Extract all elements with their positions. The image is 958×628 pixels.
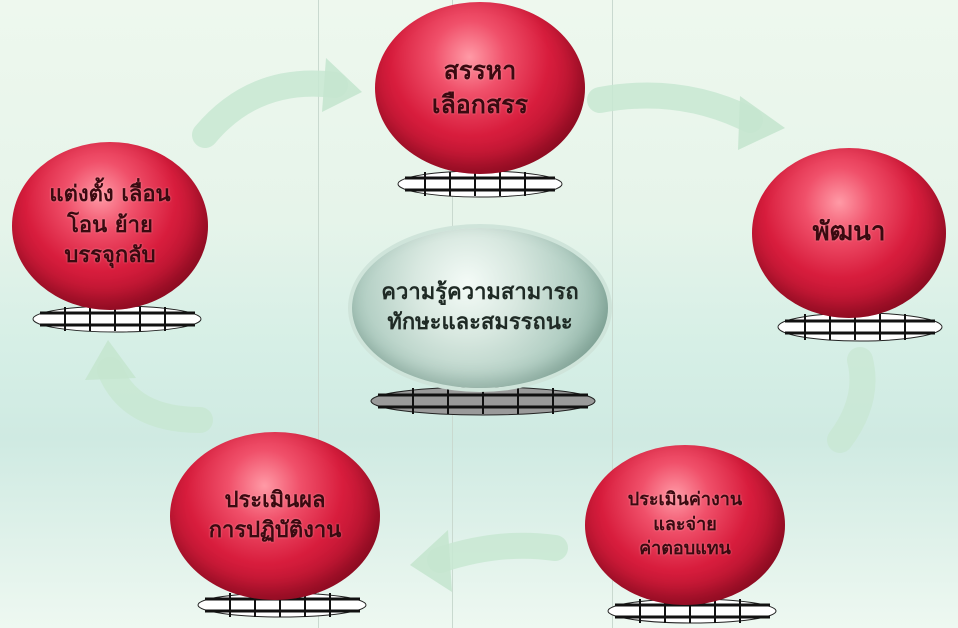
performance-line-1: ประเมินผล [209, 486, 342, 516]
recruit-line-1: สรรหา [432, 54, 528, 89]
sphere-center: ความรู้ความสามารถ ทักษะและสมรรถนะ [352, 228, 608, 388]
sphere-appoint: แต่งตั้ง เลื่อน โอน ย้าย บรรจุกลับ [12, 142, 208, 310]
sphere-recruit: สรรหา เลือกสรร [375, 2, 585, 174]
compensation-label: ประเมินค่างาน และจ่าย ค่าตอบแทน [628, 488, 742, 562]
recruit-line-2: เลือกสรร [432, 88, 528, 123]
center-line-1: ความรู้ความสามารถ [381, 278, 578, 308]
performance-label: ประเมินผล การปฏิบัติงาน [209, 486, 342, 547]
compensation-line-1: ประเมินค่างาน [628, 488, 742, 513]
appoint-label: แต่งตั้ง เลื่อน โอน ย้าย บรรจุกลับ [49, 180, 170, 271]
sphere-develop: พัฒนา [752, 148, 946, 318]
appoint-line-3: บรรจุกลับ [49, 241, 170, 271]
appoint-line-1: แต่งตั้ง เลื่อน [49, 180, 170, 210]
sphere-performance: ประเมินผล การปฏิบัติงาน [170, 432, 380, 600]
appoint-line-2: โอน ย้าย [49, 211, 170, 241]
arrow-head [738, 96, 785, 150]
arrow-head [322, 58, 362, 112]
arrow-recruit-to-develop [600, 96, 750, 121]
compensation-line-3: ค่าตอบแทน [628, 537, 742, 562]
develop-label: พัฒนา [813, 215, 886, 251]
arrow-develop-to-compensation [840, 360, 863, 440]
arrow-compensation-to-performance [440, 546, 555, 560]
develop-line-1: พัฒนา [813, 215, 886, 251]
recruit-label: สรรหา เลือกสรร [432, 54, 528, 123]
sphere-base-center [368, 384, 598, 418]
sphere-compensation: ประเมินค่างาน และจ่าย ค่าตอบแทน [585, 445, 785, 605]
center-line-2: ทักษะและสมรรถนะ [381, 308, 578, 338]
arrow-head [85, 340, 136, 380]
arrow-appoint-to-recruit [205, 84, 335, 135]
compensation-line-2: และจ่าย [628, 513, 742, 538]
arrow-head [410, 530, 452, 592]
performance-line-2: การปฏิบัติงาน [209, 516, 342, 546]
center-label: ความรู้ความสามารถ ทักษะและสมรรถนะ [381, 278, 578, 339]
